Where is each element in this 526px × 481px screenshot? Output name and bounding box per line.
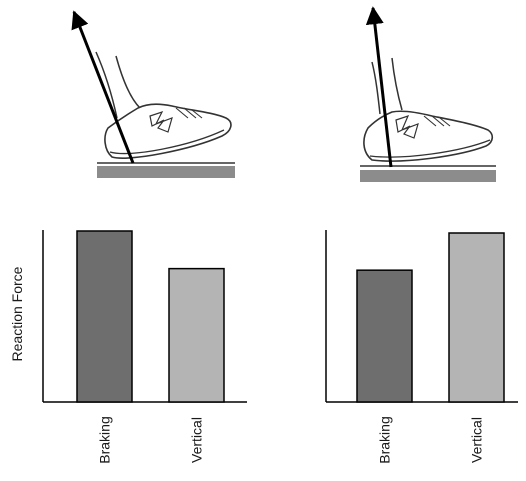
- force-arrow-left: [71, 10, 135, 164]
- shoe-laces-left: [175, 107, 203, 119]
- left-foot-illustration: [71, 10, 235, 178]
- bars-left: [76, 230, 225, 403]
- bar-braking: [356, 269, 413, 403]
- tick-label-braking: Braking: [377, 416, 393, 463]
- bars-right: [356, 232, 505, 403]
- right-foot-illustration: [360, 6, 496, 182]
- chart-left: Reaction Force Braking Vertical: [9, 230, 247, 464]
- tick-label-vertical: Vertical: [189, 417, 205, 463]
- shoe-sole-left: [109, 129, 225, 155]
- tick-labels-right: Braking Vertical: [377, 416, 485, 463]
- bar-braking: [76, 230, 133, 403]
- bar-vertical: [168, 267, 225, 403]
- leg-left: [95, 51, 141, 119]
- shoe-laces-right: [423, 115, 451, 127]
- y-axis-title-left: Reaction Force: [9, 266, 25, 361]
- leg-right: [371, 57, 403, 115]
- ground-surface-left: [97, 166, 235, 178]
- bar-vertical: [448, 232, 505, 403]
- shoe-stripe-right: [395, 115, 419, 139]
- force-arrow-right: [365, 6, 393, 168]
- shoe-stripe-left: [149, 110, 173, 133]
- shoe-sole-right: [369, 139, 491, 158]
- tick-label-vertical: Vertical: [469, 417, 485, 463]
- chart-right: Braking Vertical: [325, 230, 518, 464]
- tick-label-braking: Braking: [97, 416, 113, 463]
- shoe-right: [363, 110, 494, 162]
- tick-labels-left: Braking Vertical: [97, 416, 205, 463]
- ground-surface-right: [360, 170, 496, 182]
